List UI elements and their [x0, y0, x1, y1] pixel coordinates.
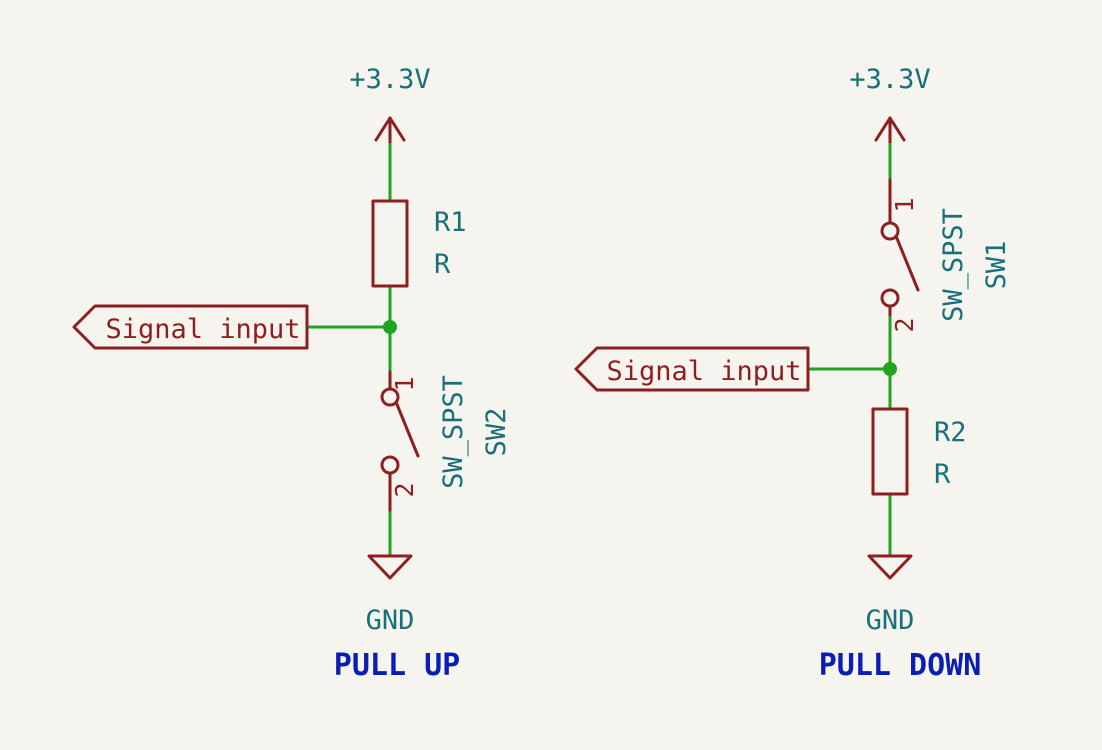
circuit-title: PULL UP [334, 648, 460, 683]
power-symbol-3v3-right [874, 116, 906, 145]
net-label-text: Signal input [105, 314, 300, 345]
power-symbol-3v3-left [374, 116, 406, 145]
switch-pin2: 2 [390, 482, 419, 497]
ground-label: GND [366, 605, 415, 636]
circuit-title: PULL DOWN [819, 648, 982, 683]
ground-symbol-right [867, 554, 913, 580]
ground-label: GND [866, 605, 915, 636]
resistor-value: R [434, 249, 451, 280]
ground-symbol-left [367, 554, 413, 580]
power-label: +3.3V [849, 64, 930, 95]
resistor-r2 [871, 407, 909, 496]
switch-sw2 [380, 370, 420, 512]
resistor-value: R [934, 459, 951, 490]
power-label: +3.3V [349, 64, 430, 95]
switch-pin1: 1 [390, 376, 419, 391]
switch-value: SW_SPST [438, 375, 469, 489]
resistor-ref: R2 [934, 417, 967, 448]
switch-sw1 [880, 178, 920, 317]
pull-down-circuit: +3.3V 1 2 SW_SPST SW1 R2 R GND [574, 64, 1012, 683]
junction-dot [883, 362, 897, 376]
switch-ref: SW2 [481, 408, 512, 457]
net-label-text: Signal input [606, 356, 801, 387]
switch-pin1: 1 [890, 197, 919, 212]
switch-ref: SW1 [981, 241, 1012, 290]
resistor-r1 [371, 199, 409, 288]
switch-pin2: 2 [890, 317, 919, 332]
pull-up-circuit: +3.3V R1 R 1 2 SW_SPST SW2 GND [72, 64, 512, 683]
junction-dot [383, 320, 397, 334]
switch-value: SW_SPST [938, 208, 969, 322]
net-label-signal-input: Signal input [574, 346, 810, 392]
net-label-signal-input: Signal input [72, 304, 309, 350]
resistor-ref: R1 [434, 207, 467, 238]
